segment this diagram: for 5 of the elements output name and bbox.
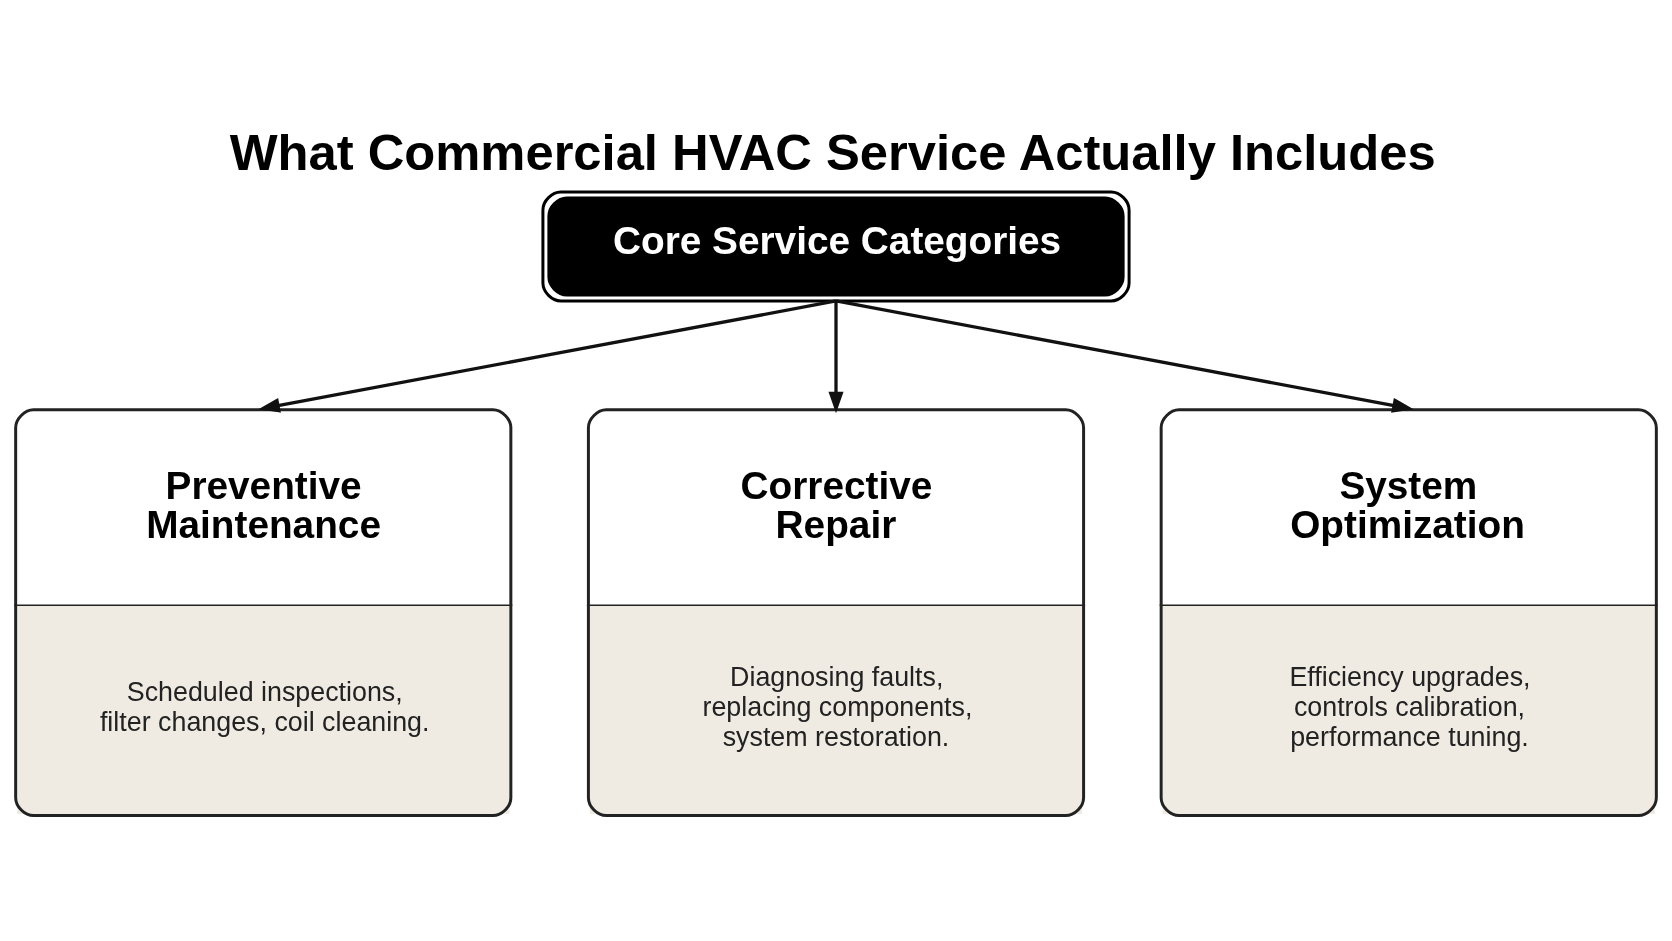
arrow [258,298,837,413]
node-box: Core Service Categories [541,190,1131,302]
diagram-title: What Commercial HVAC Service Actually Includes [229,123,1436,181]
arrow [828,300,844,413]
arrow [835,298,1414,413]
